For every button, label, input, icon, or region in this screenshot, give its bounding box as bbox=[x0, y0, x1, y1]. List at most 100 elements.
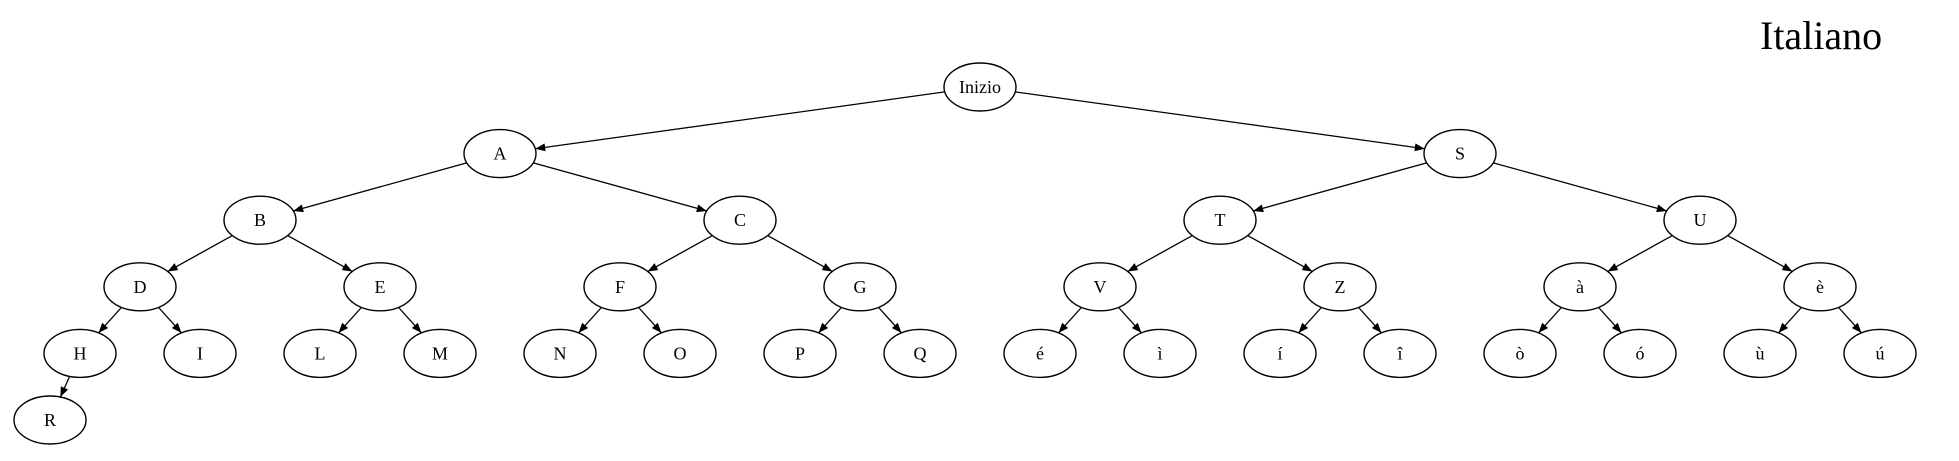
tree-node-i-4: í bbox=[1243, 328, 1317, 379]
edge-arrow bbox=[1727, 234, 1793, 273]
node-label: N bbox=[554, 343, 567, 363]
node-label: ò bbox=[1516, 343, 1525, 363]
edge-arrow bbox=[647, 234, 713, 273]
tree-node-r-5: R bbox=[13, 395, 87, 445]
edge-arrow bbox=[287, 234, 353, 273]
tree-node-e-4: é bbox=[1003, 328, 1077, 379]
tree-node-d-3: D bbox=[103, 262, 177, 312]
tree-node-i-4: î bbox=[1363, 328, 1437, 379]
edge-v-to-e bbox=[1058, 306, 1082, 334]
node-ellipse bbox=[1603, 328, 1677, 379]
tree-node-h-4: H bbox=[43, 328, 117, 379]
edge-arrow bbox=[1058, 306, 1082, 334]
node-label: A bbox=[494, 144, 507, 164]
edge-h-to-r bbox=[59, 376, 71, 398]
node-label: I bbox=[197, 343, 203, 363]
edge-b-to-d bbox=[167, 234, 233, 273]
edge-a-to-b bbox=[293, 162, 467, 213]
tree-node-b-2: B bbox=[223, 195, 297, 245]
node-ellipse bbox=[283, 328, 357, 379]
node-ellipse bbox=[1723, 328, 1797, 379]
node-label: T bbox=[1215, 210, 1226, 230]
tree-node-q-4: Q bbox=[883, 328, 957, 379]
tree-node-l-4: L bbox=[283, 328, 357, 379]
node-label: B bbox=[254, 210, 266, 230]
edge-inizio-to-s bbox=[1015, 91, 1425, 152]
tree-node-o-4: ò bbox=[1483, 328, 1557, 379]
edge-e-to-u bbox=[1838, 306, 1862, 334]
edge-arrow bbox=[1493, 162, 1667, 213]
node-ellipse bbox=[1663, 195, 1737, 245]
node-label: H bbox=[74, 343, 87, 363]
node-ellipse bbox=[1003, 328, 1077, 379]
tree-node-f-3: F bbox=[583, 262, 657, 312]
node-label: Q bbox=[914, 343, 927, 363]
edge-arrow bbox=[878, 306, 902, 334]
node-ellipse bbox=[643, 328, 717, 379]
tree-node-i-4: I bbox=[163, 328, 237, 379]
edge-a-to-o bbox=[1538, 306, 1562, 334]
tree-node-v-3: V bbox=[1063, 262, 1137, 312]
edge-arrow bbox=[1127, 234, 1193, 273]
edge-arrow bbox=[167, 234, 233, 273]
edge-arrow bbox=[1298, 306, 1322, 334]
node-label: ì bbox=[1157, 343, 1162, 363]
node-ellipse bbox=[223, 195, 297, 245]
node-ellipse bbox=[1843, 328, 1917, 379]
edge-arrow bbox=[535, 91, 945, 152]
node-ellipse bbox=[583, 262, 657, 312]
edge-arrow bbox=[1015, 91, 1425, 152]
edge-u-to-a bbox=[1607, 234, 1673, 273]
node-label: í bbox=[1277, 343, 1282, 363]
edge-e-to-m bbox=[398, 306, 422, 334]
node-ellipse bbox=[1783, 262, 1857, 312]
node-ellipse bbox=[943, 62, 1017, 112]
edge-inizio-to-a bbox=[535, 91, 945, 152]
edges-layer bbox=[59, 91, 1862, 398]
node-ellipse bbox=[1063, 262, 1137, 312]
edge-arrow bbox=[767, 234, 833, 273]
tree-node-a-3: à bbox=[1543, 262, 1617, 312]
edge-t-to-z bbox=[1247, 234, 1313, 273]
tree-node-s-1: S bbox=[1423, 128, 1497, 179]
edge-arrow bbox=[158, 306, 182, 334]
tree-node-o-4: O bbox=[643, 328, 717, 379]
node-ellipse bbox=[703, 195, 777, 245]
node-label: C bbox=[734, 210, 746, 230]
node-label: Z bbox=[1335, 277, 1346, 297]
edge-arrow bbox=[818, 306, 842, 334]
edge-arrow bbox=[1253, 162, 1427, 213]
node-ellipse bbox=[103, 262, 177, 312]
node-ellipse bbox=[1423, 128, 1497, 179]
node-label: î bbox=[1396, 343, 1403, 363]
edge-c-to-g bbox=[767, 234, 833, 273]
node-ellipse bbox=[343, 262, 417, 312]
node-label: è bbox=[1816, 277, 1824, 297]
tree-node-u-2: U bbox=[1663, 195, 1737, 245]
node-label: é bbox=[1036, 343, 1044, 363]
node-label: L bbox=[315, 343, 326, 363]
edge-v-to-i bbox=[1118, 306, 1142, 334]
node-label: M bbox=[432, 343, 448, 363]
edge-z-to-i bbox=[1298, 306, 1322, 334]
tree-node-a-1: A bbox=[463, 128, 537, 179]
node-label: P bbox=[795, 343, 805, 363]
tree-node-u-4: ú bbox=[1843, 328, 1917, 379]
node-label: ó bbox=[1636, 343, 1645, 363]
edge-arrow bbox=[1778, 306, 1802, 334]
node-ellipse bbox=[43, 328, 117, 379]
edge-arrow bbox=[1247, 234, 1313, 273]
node-ellipse bbox=[403, 328, 477, 379]
edge-a-to-c bbox=[533, 162, 707, 213]
node-ellipse bbox=[1183, 195, 1257, 245]
node-ellipse bbox=[1243, 328, 1317, 379]
edge-d-to-i bbox=[158, 306, 182, 334]
edge-arrow bbox=[1538, 306, 1562, 334]
node-label: O bbox=[674, 343, 687, 363]
edge-z-to-i bbox=[1358, 306, 1382, 334]
edge-e-to-l bbox=[338, 306, 362, 334]
node-label: R bbox=[44, 410, 56, 430]
edge-arrow bbox=[1838, 306, 1862, 334]
edge-arrow bbox=[98, 306, 122, 334]
